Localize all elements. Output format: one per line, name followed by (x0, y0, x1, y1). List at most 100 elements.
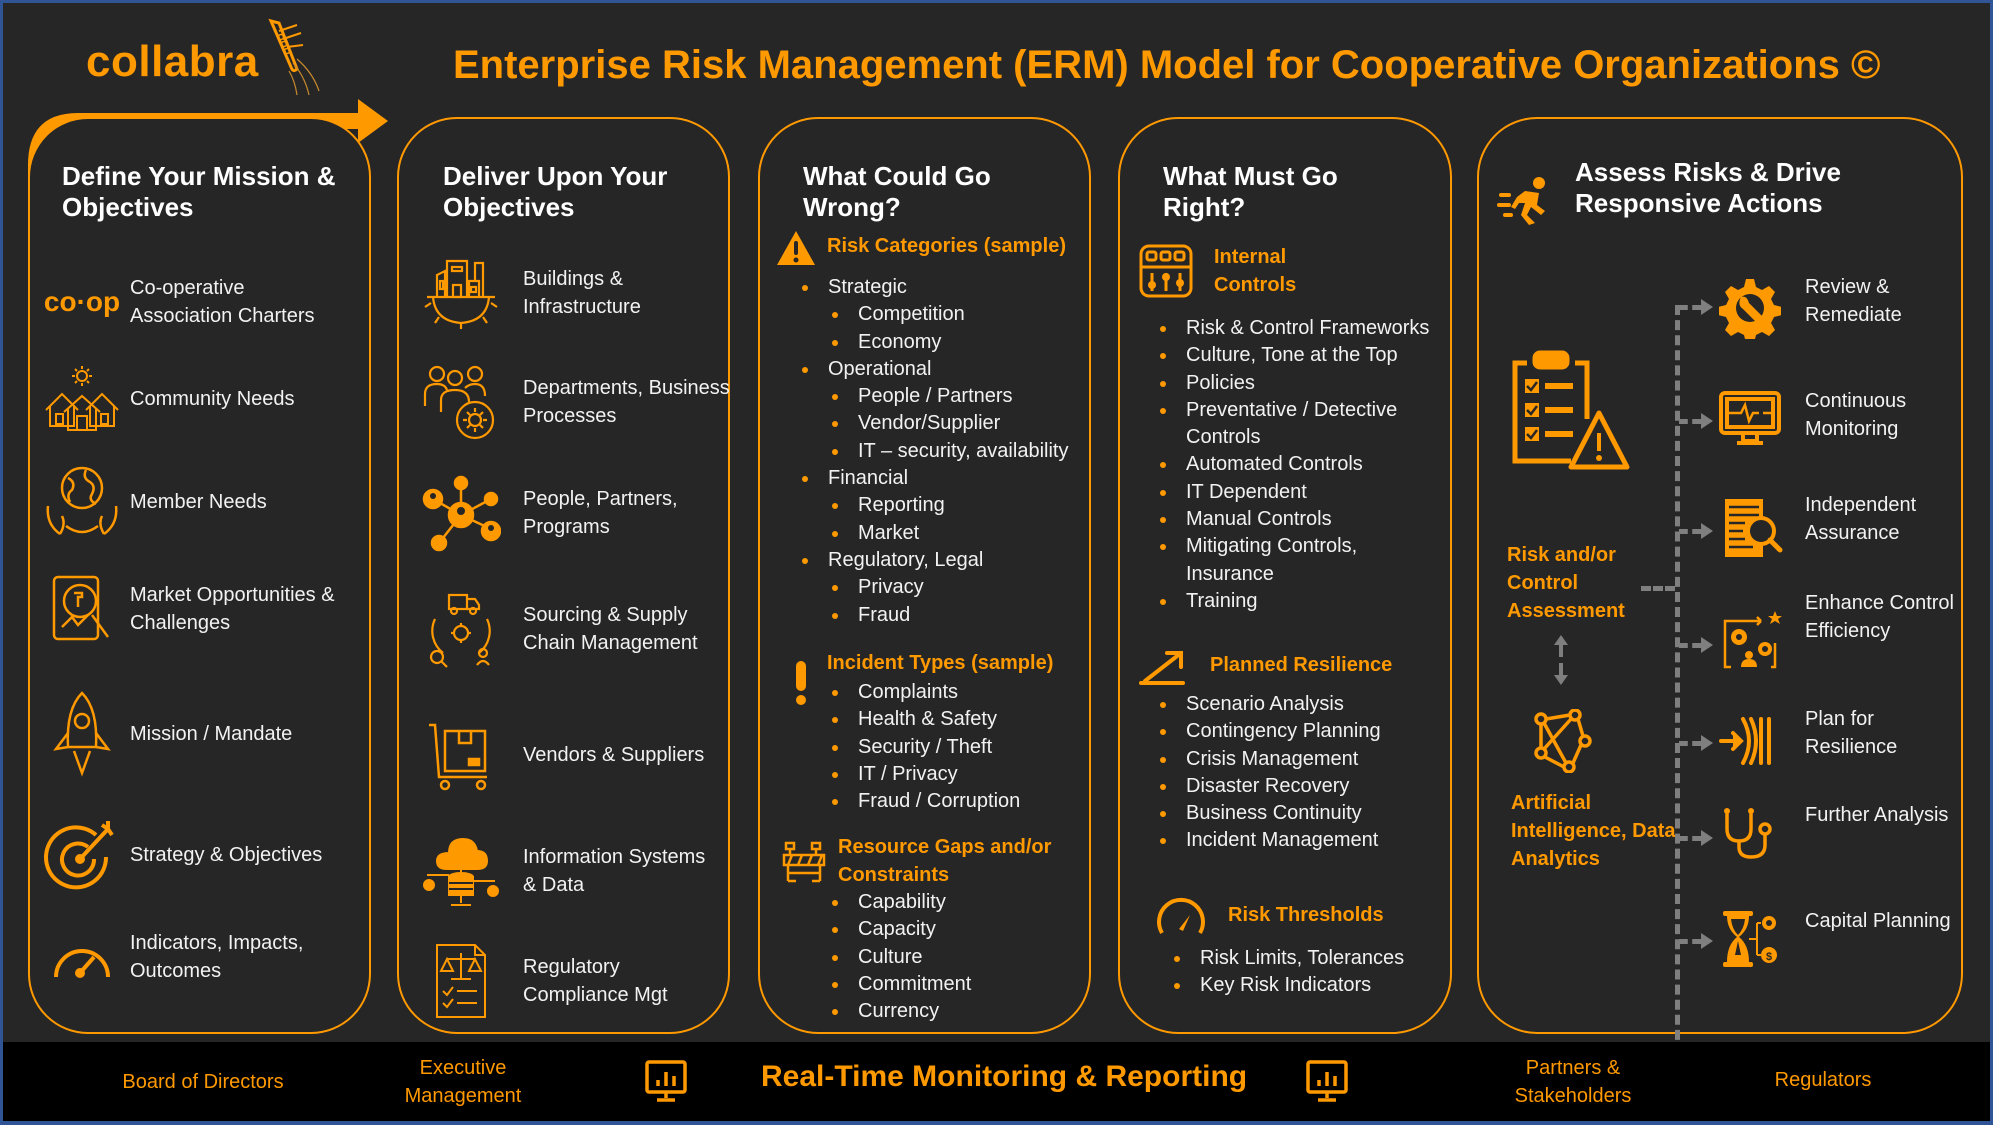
connector-line (1679, 529, 1701, 534)
item-label: Information Systems & Data (523, 846, 706, 896)
list-item: Mitigating Controls, Insurance (1158, 533, 1388, 588)
action-label: Review & Remediate (1805, 276, 1902, 326)
list-item: IT – security, availability (800, 438, 1068, 465)
section-heading: Resource Gaps and/or Constraints (838, 836, 1052, 886)
list-item: Manual Controls (1158, 506, 1429, 533)
internal-controls-list: Risk & Control Frameworks Culture, Tone … (1158, 315, 1429, 615)
market-opportunity-icon (52, 575, 110, 641)
presentation-chart-icon (645, 1060, 687, 1102)
list-item: Fraud / Corruption (830, 788, 1020, 815)
hourglass-money-icon: $ (1723, 911, 1777, 967)
list-item: Strategic (800, 274, 1068, 301)
list-item: IT / Privacy (830, 761, 1020, 788)
gears-person-icon (1723, 611, 1782, 669)
column-assess-risks: Assess Risks & Drive Responsive Actions … (1477, 117, 1963, 1055)
network-nodes-icon (1534, 709, 1592, 773)
rocket-icon (53, 691, 111, 777)
people-network-icon (422, 475, 501, 552)
rowing-boat-icon (268, 18, 320, 96)
arrow-icon (1701, 830, 1713, 846)
column-what-must-go-right: What Must Go Right? Internal Controls Ri… (1118, 117, 1452, 1034)
list-item: co·op Co-operative Association Charters (42, 274, 330, 330)
section-heading: Incident Types (sample) (827, 652, 1054, 674)
list-item: IT Dependent (1158, 479, 1429, 506)
list-item: Departments, Business Processes (421, 364, 733, 440)
svg-text:$: $ (1766, 951, 1772, 963)
risk-thresholds-list: Risk Limits, Tolerances Key Risk Indicat… (1172, 945, 1404, 1000)
column-what-could-go-wrong: What Could Go Wrong? Risk Categories (sa… (758, 117, 1091, 1034)
list-item: Disaster Recovery (1158, 773, 1381, 800)
collabra-logo: collabra (86, 37, 259, 86)
control-sliders-icon (1139, 244, 1193, 298)
ai-label: Artificial Intelligence, Data Analytics (1511, 792, 1676, 870)
list-item: Risk Limits, Tolerances (1172, 945, 1404, 972)
list-item: Risk & Control Frameworks (1158, 315, 1429, 342)
planned-resilience-list: Scenario Analysis Contingency Planning C… (1158, 691, 1381, 855)
buildings-gear-icon (424, 259, 498, 329)
section-heading: Risk Categories (sample) (827, 235, 1066, 257)
barricade-icon (782, 841, 826, 883)
list-item: Regulatory, Legal (800, 547, 1068, 574)
coop-logo-icon: co·op (43, 286, 121, 317)
list-item: Business Continuity (1158, 800, 1381, 827)
presentation-chart-icon (1306, 1060, 1348, 1102)
arrow-into-barrier-icon (1719, 717, 1771, 765)
item-label: Mission / Mandate (130, 723, 293, 745)
action-label: Enhance Control Efficiency (1805, 592, 1954, 642)
column-title: What Could Go Wrong? (803, 161, 991, 222)
item-label: Community Needs (130, 388, 295, 410)
list-item: Sourcing & Supply Chain Management (421, 589, 723, 669)
section-heading: Internal Controls (1214, 246, 1297, 296)
list-item: Culture, Tone at the Top (1158, 342, 1429, 369)
list-item: Automated Controls (1158, 451, 1429, 478)
list-item: Vendor/Supplier (800, 410, 1068, 437)
list-item: People, Partners, Programs (421, 473, 723, 553)
list-item: Regulatory Compliance Mgt (421, 941, 723, 1021)
regulatory-scale-icon (436, 944, 486, 1018)
list-item: Market (800, 520, 1068, 547)
community-houses-icon (45, 366, 119, 431)
connector-line (1641, 586, 1675, 591)
list-item: Information Systems & Data (421, 831, 723, 911)
double-arrow-vertical-icon (1554, 635, 1568, 685)
item-label: Strategy & Objectives (130, 844, 323, 866)
list-item: Capacity (830, 916, 971, 943)
list-item: Culture (830, 944, 971, 971)
connector-line (1679, 939, 1701, 944)
list-item: Member Needs (42, 464, 267, 540)
list-item: Economy (800, 329, 1068, 356)
assessment-label: Risk and/or Control Assessment (1507, 544, 1625, 622)
list-item: Fraud (800, 602, 1068, 629)
cart-box-icon (429, 723, 487, 791)
list-item: Crisis Management (1158, 746, 1381, 773)
list-item: Financial (800, 465, 1068, 492)
document-search-icon (1725, 499, 1783, 557)
bottom-bar: Board of Directors Executive Management … (3, 1042, 1990, 1121)
list-item: Training (1158, 588, 1429, 615)
risk-categories-list: Strategic Competition Economy Operationa… (800, 274, 1068, 629)
supply-chain-icon (429, 593, 491, 668)
resilience-arrow-icon (1139, 651, 1185, 685)
list-item: Mission / Mandate (42, 689, 292, 779)
connector-line (1679, 643, 1701, 648)
list-item: People / Partners (800, 383, 1068, 410)
list-item: Scenario Analysis (1158, 691, 1381, 718)
item-label: Regulatory Compliance Mgt (523, 956, 668, 1006)
clipboard-warning-icon (1512, 350, 1630, 470)
gauge-icon (54, 949, 110, 978)
arrow-icon (1701, 735, 1713, 751)
gear-wrench-icon (1719, 279, 1781, 339)
list-item: Capability (830, 889, 971, 916)
connector-line (1679, 836, 1701, 841)
monitor-pulse-icon (1719, 391, 1781, 445)
list-item: Complaints (830, 679, 1020, 706)
action-label: Independent Assurance (1805, 494, 1917, 544)
erm-model-diagram: collabra Enterprise Risk Management (ERM… (3, 3, 1990, 1121)
list-item: Market Opportunities & Challenges (42, 571, 340, 647)
item-label: Departments, Business Processes (523, 377, 730, 427)
warning-triangle-icon (777, 231, 815, 265)
section-heading: Risk Thresholds (1228, 904, 1384, 926)
list-item: Contingency Planning (1158, 718, 1381, 745)
list-item: Reporting (800, 492, 1068, 519)
list-item: Key Risk Indicators (1172, 972, 1404, 999)
